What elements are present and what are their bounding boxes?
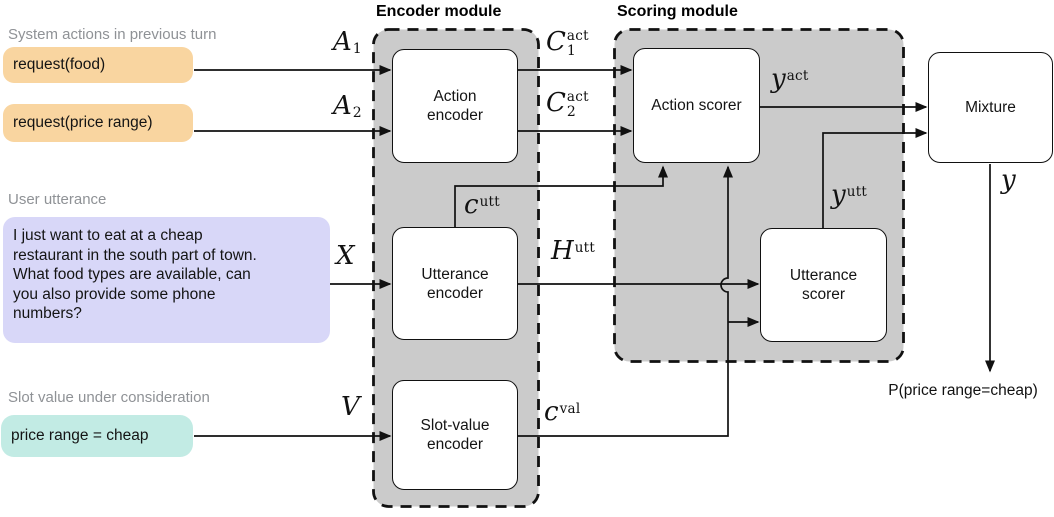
action-scorer-box: Action scorer bbox=[633, 48, 760, 163]
arrow-c-val bbox=[518, 165, 733, 437]
utterance-scorer-box: Utterance scorer bbox=[760, 228, 887, 342]
utterance-encoder-box: Utterance encoder bbox=[392, 227, 518, 340]
label-y-utt: yutt bbox=[831, 180, 868, 210]
label-h-utt: Hutt bbox=[551, 236, 596, 266]
action-scorer-label: Action scorer bbox=[651, 97, 742, 114]
section-label-slot-value: Slot value under consideration bbox=[8, 389, 210, 406]
slot-value-chip: price range = cheap bbox=[1, 415, 193, 457]
label-y-act: yact bbox=[771, 64, 809, 94]
action-chip-request-food: request(food) bbox=[3, 47, 193, 83]
output-probability-label: P(price range=cheap) bbox=[888, 382, 1038, 399]
label-a2: A2 bbox=[333, 91, 362, 122]
mixture-box: Mixture bbox=[928, 52, 1053, 163]
label-a1: A1 bbox=[333, 27, 362, 58]
action-chip-label: request(price range) bbox=[13, 114, 153, 131]
mixture-label: Mixture bbox=[965, 99, 1016, 116]
action-encoder-label: Action encoder bbox=[426, 88, 483, 124]
scoring-module-title: Scoring module bbox=[617, 3, 738, 20]
label-v: V bbox=[341, 392, 360, 422]
label-y-output: y bbox=[1001, 165, 1016, 195]
slot-value-encoder-box: Slot-value encoder bbox=[392, 380, 518, 490]
section-label-user-utterance: User utterance bbox=[8, 191, 107, 208]
section-label-system-actions: System actions in previous turn bbox=[8, 26, 217, 43]
slot-value-chip-label: price range = cheap bbox=[11, 427, 149, 444]
action-chip-request-price-range: request(price range) bbox=[3, 104, 193, 142]
action-encoder-box: Action encoder bbox=[392, 49, 518, 163]
slot-value-encoder-label: Slot-value encoder bbox=[420, 417, 490, 453]
utterance-scorer-label: Utterance scorer bbox=[789, 267, 858, 303]
utterance-bubble: I just want to eat at a cheap restaurant… bbox=[3, 217, 330, 343]
utterance-encoder-label: Utterance encoder bbox=[421, 265, 489, 302]
action-chip-label: request(food) bbox=[13, 56, 106, 73]
label-c-val: cval bbox=[544, 397, 581, 427]
label-c-utt: cutt bbox=[464, 190, 501, 220]
encoder-module-title: Encoder module bbox=[376, 3, 502, 20]
label-x: X bbox=[336, 241, 355, 271]
